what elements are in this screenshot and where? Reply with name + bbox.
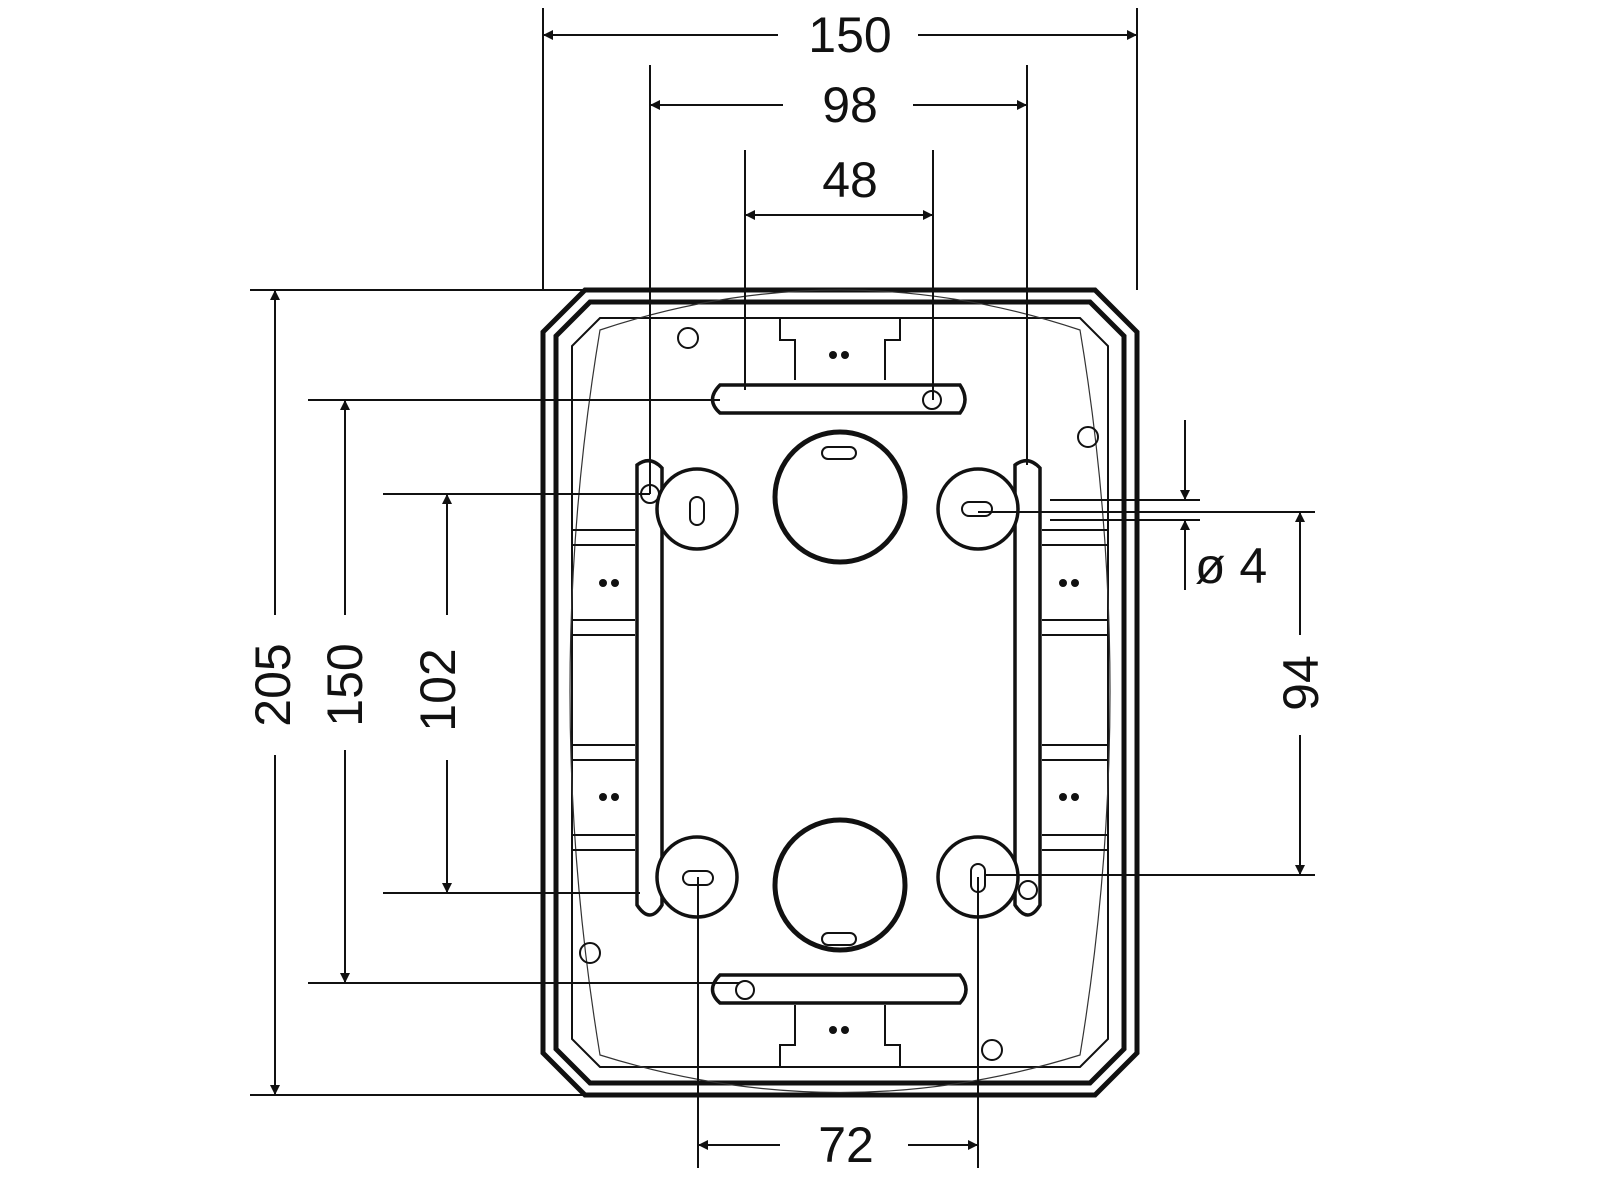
dim-hole-diameter: ø 4 bbox=[1195, 538, 1267, 594]
dim-mount-height-outer: 150 bbox=[317, 643, 373, 726]
dimension-lines bbox=[270, 30, 1305, 1150]
mounting-rails bbox=[572, 318, 1108, 1067]
dim-overall-height: 205 bbox=[245, 643, 301, 726]
dim-mount-height-inner: 102 bbox=[410, 648, 466, 731]
extension-lines bbox=[250, 8, 1315, 1168]
dim-hole-spacing-horizontal: 72 bbox=[818, 1117, 874, 1173]
dim-mount-width-outer: 98 bbox=[822, 77, 878, 133]
dim-hole-spacing-vertical: 94 bbox=[1273, 655, 1329, 711]
dim-overall-width: 150 bbox=[808, 7, 891, 63]
dim-mount-width-inner: 48 bbox=[822, 152, 878, 208]
box-outline bbox=[540, 287, 1140, 1098]
